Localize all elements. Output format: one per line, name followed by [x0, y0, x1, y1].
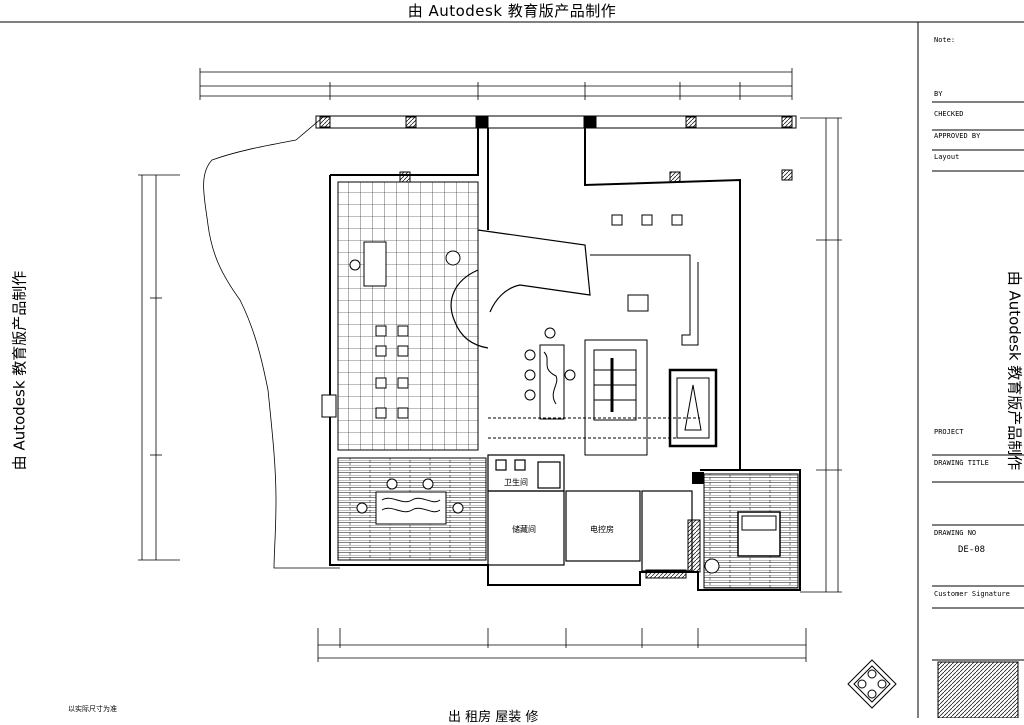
tb-drawing-no-value: DE-08 [958, 545, 985, 555]
tb-notes: Note: [934, 36, 955, 44]
dimension-left [138, 175, 180, 560]
tb-drawing-no: DRAWING NO [934, 529, 976, 537]
footer-bottom-title: 出 租房 屋装 修 [448, 706, 538, 725]
tb-layout: Layout [934, 153, 959, 161]
central-hall [488, 215, 716, 455]
room-label-toilet: 卫生间 [504, 477, 528, 487]
dimension-bottom [318, 628, 806, 662]
compass-rose [848, 660, 896, 708]
dimension-top [200, 68, 792, 100]
room-label-storage: 储藏间 [512, 524, 536, 534]
tb-by: BY [934, 90, 942, 98]
top-colonnade [316, 116, 796, 182]
tb-customer-signature: Customer Signature [934, 590, 1010, 598]
footer-left-note: 以实际尺寸为准 [68, 704, 117, 714]
tb-drawing-title: DRAWING TITLE [934, 459, 989, 467]
tb-project: PROJECT [934, 428, 964, 436]
title-block-lines [932, 102, 1024, 660]
room-label-electrical: 电控房 [590, 524, 614, 534]
dimension-right [800, 118, 842, 592]
drawing-frame [0, 22, 1024, 718]
service-rooms [488, 455, 692, 571]
site-boundary [204, 140, 340, 568]
tb-approved-by: APPROVED BY [934, 132, 980, 140]
tb-checked: CHECKED [934, 110, 964, 118]
company-seal [938, 662, 1018, 718]
